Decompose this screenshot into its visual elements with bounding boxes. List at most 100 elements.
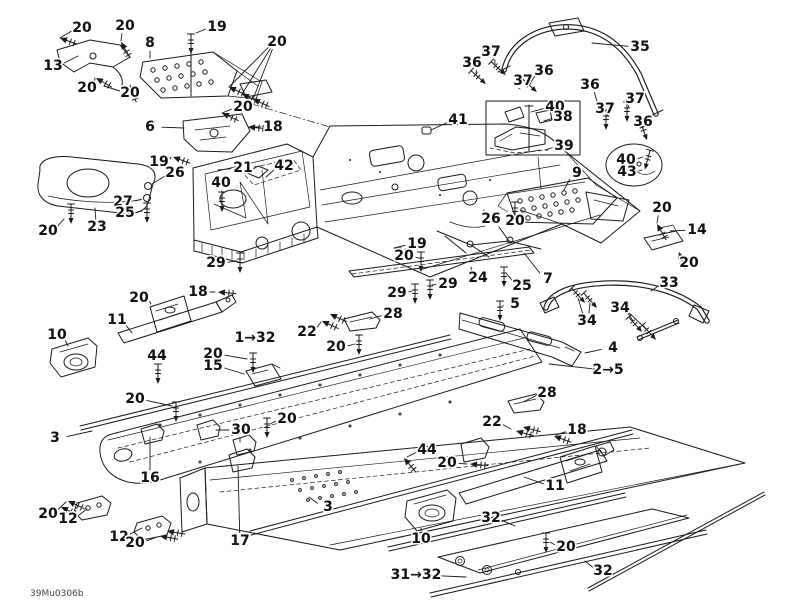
callout-20: 20 [505,213,525,229]
callout-6: 6 [145,119,155,135]
leader-line [505,272,514,282]
leader-line [316,321,322,328]
screw-arrow-icon [554,435,572,445]
leader-line [577,297,584,315]
callout-20: 20 [652,200,672,216]
callout-25: 25 [115,205,134,221]
bolt-icon [496,300,504,321]
callout-37: 37 [481,44,500,60]
bolt-icon [67,203,75,224]
callout-20: 20 [394,248,414,264]
bolt-icon [411,283,419,304]
leader-line [221,108,232,114]
leader-line [530,75,536,83]
callout-20: 20 [72,20,92,36]
bolt-icon [468,67,486,85]
callout-16: 16 [140,470,159,486]
leader-line [430,122,448,131]
leader-line [406,452,417,458]
callout-12: 12 [58,511,77,527]
callout-44: 44 [147,348,167,364]
callout-11: 11 [107,312,126,328]
callout-41: 41 [448,112,467,128]
callout-19: 19 [407,236,426,252]
leader-line [584,348,602,354]
callout-20: 20 [267,34,287,50]
leader-line [151,176,165,185]
leader-line [523,476,544,485]
callout-24: 24 [468,270,488,286]
screw-arrow-icon [248,124,267,132]
leader-line [94,77,96,83]
screw-arrow-icon [322,321,339,331]
bolt-icon [568,285,586,303]
detail-ellipse-40-43 [605,143,663,187]
figure-watermark: 39Mu0306b [30,589,84,599]
callout-26: 26 [481,211,500,227]
leader-line [530,108,544,113]
leader-line [584,560,593,568]
part-strip-24 [348,246,535,278]
screw-arrow-icon [167,529,186,538]
callout-3: 3 [323,499,333,515]
callout-20: 20 [129,290,149,306]
callout-10: 10 [47,327,67,343]
leader-line [627,105,630,109]
callout-20: 20 [38,223,58,239]
part-bracket-42 [239,158,302,186]
callout-34: 34 [577,313,597,329]
callout-35: 35 [630,39,649,55]
leader-line [66,430,93,437]
leader-line [518,88,521,90]
callout-7: 7 [543,271,553,287]
callout-20: 20 [326,339,346,355]
leader-line [415,256,419,259]
leader-line [638,169,643,172]
leader-line [522,395,537,403]
leader-line [470,266,473,272]
leader-line [125,324,133,334]
leader-line [57,218,65,227]
part-rear-bumper-35 [497,17,664,117]
callout-19: 19 [149,154,168,170]
screw-arrow-icon [516,429,534,439]
leader-line [656,215,659,224]
screw-arrow-icon [657,224,668,241]
hardware-layer [60,33,688,553]
leader-line [369,315,382,320]
callout-19: 19 [207,19,226,35]
screw-arrow-icon [678,252,688,270]
callout-37: 37 [595,101,614,117]
bolt-icon [580,290,598,308]
leader-line [650,285,659,292]
part-bracket-10-bottom [404,489,457,532]
callout-40: 40 [211,175,231,191]
bolt-icon [249,352,257,373]
leader-line [120,33,123,42]
screw-arrow-icon [96,78,113,89]
callout-20: 20 [556,539,576,555]
callout-36: 36 [534,63,553,79]
leader-line [169,156,172,160]
callout-12: 12 [109,529,128,545]
callout-17: 17 [230,533,249,549]
leader-line [637,156,644,160]
bolt-icon [236,252,244,273]
leader-line [669,229,686,232]
part-bracket-13 [56,39,131,92]
screw-arrow-icon [470,461,489,469]
callout-29: 29 [438,276,457,292]
screw-arrow-icon [160,534,179,543]
bolt-icon [511,201,519,222]
callout-32: 32 [593,563,612,579]
bolt-icon [639,322,657,340]
bolt-icon [602,109,610,130]
callout-32: 32 [481,510,500,526]
leader-line [427,574,467,578]
callout-20: 20 [125,391,145,407]
callout-22: 22 [482,414,501,430]
leader-line [241,48,271,95]
leader-line [94,207,97,220]
callout-22: 22 [297,324,316,340]
